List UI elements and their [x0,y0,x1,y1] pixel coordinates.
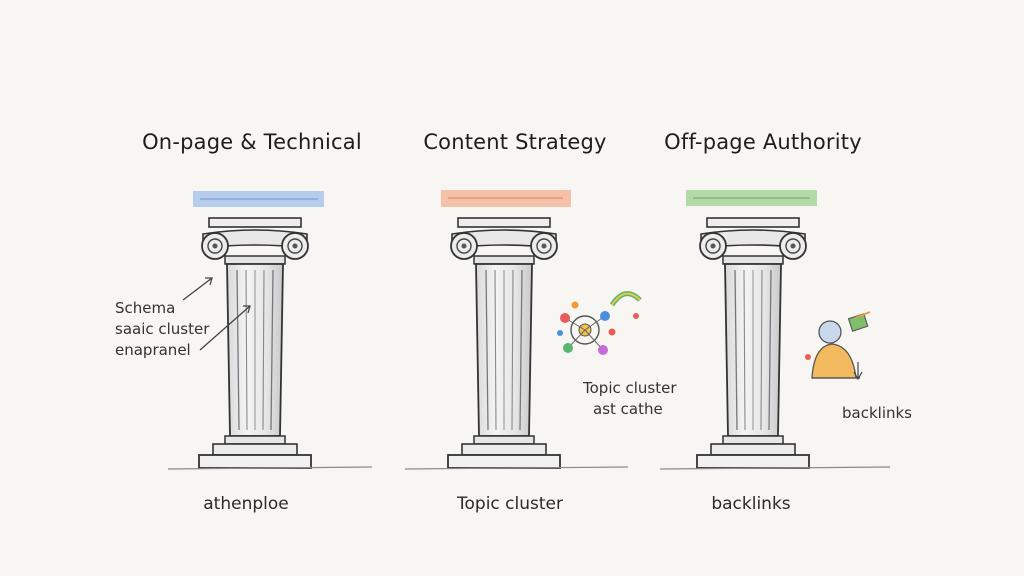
pillar-2-note-1: Topic cluster [583,379,677,397]
pillar-2-caption: Topic cluster [457,494,563,514]
pillar-2-accent-bar [441,190,571,207]
pillar-2-note-2: ast cathe [593,400,663,418]
pillar-1-accent-bar [193,191,324,207]
pillar-2-notes: Topic cluster ast cathe [583,378,677,420]
pillar-1-notes: Schema saaic cluster enapranel [115,298,209,361]
pillar-1-note-1: Schema [115,299,176,317]
pillar-3-column [696,217,810,469]
ground-lines [167,466,891,470]
pillar-3-note-1: backlinks [842,404,912,422]
pillar-1-title: On-page & Technical [142,130,362,154]
pillar-3-title: Off-page Authority [664,130,862,154]
topic-cluster-doodle-icon [557,291,642,355]
pillar-1-note-3: enapranel [115,341,191,359]
pillar-1-column [198,217,312,469]
pillar-2-title: Content Strategy [423,130,607,154]
pillar-1-caption: athenploe [203,494,289,514]
pillar-2-column [447,217,561,469]
pillar-3-caption: backlinks [711,494,791,514]
pillar-3-notes: backlinks [842,403,912,424]
pillar-1-note-2: saaic cluster [115,320,210,338]
pillar-3-accent-bar [686,190,817,206]
person-link-doodle-icon [805,311,871,381]
pillar-1-arrows [182,277,251,351]
